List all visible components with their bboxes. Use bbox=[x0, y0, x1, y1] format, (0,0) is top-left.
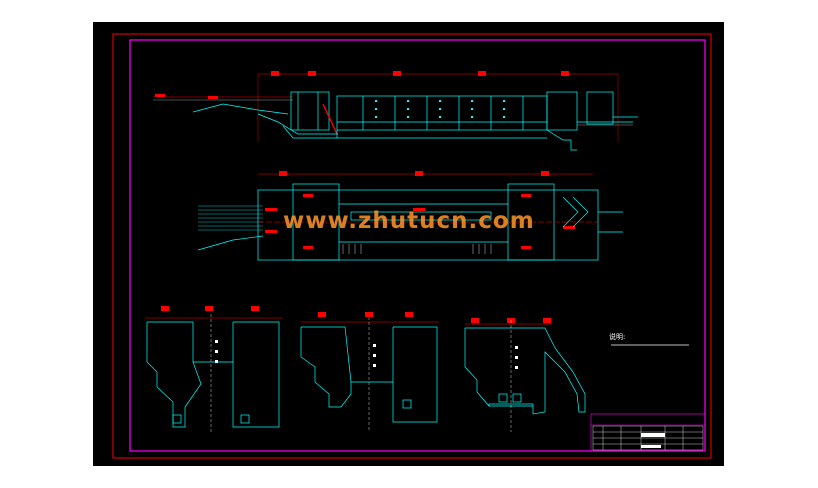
inner-frame bbox=[129, 39, 706, 452]
section-lower-head bbox=[300, 312, 439, 432]
plan-view bbox=[197, 171, 623, 261]
drawing-sheet: www.zhutucn.com 说明: bbox=[93, 22, 724, 466]
section-chamber bbox=[464, 318, 586, 432]
notes-label: 说明: bbox=[609, 333, 626, 341]
title-block bbox=[590, 413, 706, 452]
outer-frame bbox=[112, 33, 712, 459]
watermark-text: www.zhutucn.com bbox=[283, 208, 535, 234]
cad-drawing bbox=[112, 33, 712, 459]
section-upper-head bbox=[145, 306, 283, 432]
longitudinal-elevation bbox=[153, 71, 638, 151]
